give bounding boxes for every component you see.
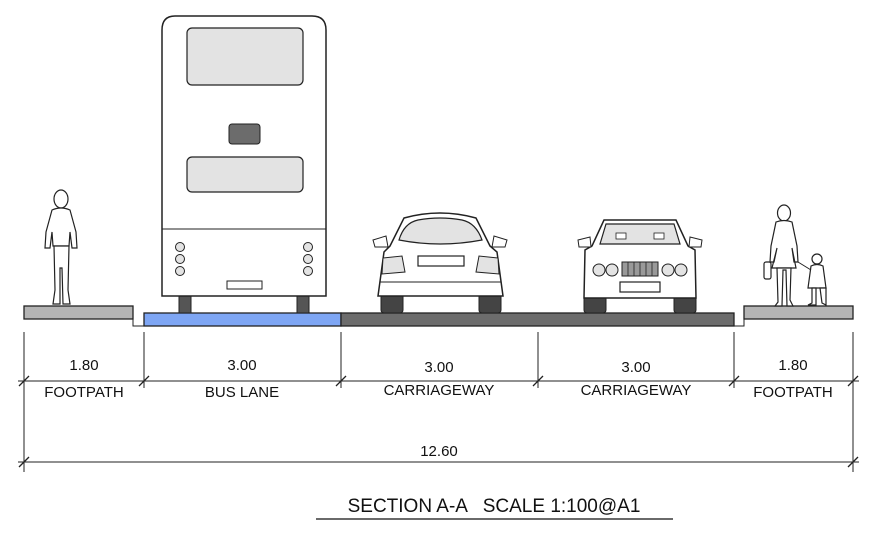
segment-name-labels: FOOTPATH BUS LANE CARRIAGEWAY CARRIAGEWA… bbox=[44, 382, 832, 401]
dimension-extension-lines bbox=[23, 332, 854, 472]
bus-right-lights bbox=[303, 242, 313, 276]
bus-upper-window bbox=[186, 27, 304, 86]
dimension-line-total bbox=[18, 456, 859, 468]
width-carriageway-1: 3.00 bbox=[424, 359, 453, 376]
width-footpath-right: 1.80 bbox=[778, 357, 807, 374]
car-front-icon bbox=[577, 219, 703, 314]
dimension-line-segments bbox=[18, 375, 859, 387]
kerb-right bbox=[734, 306, 745, 327]
double-decker-bus-icon bbox=[161, 15, 327, 314]
segment-width-labels: 1.80 3.00 3.00 3.00 1.80 bbox=[69, 357, 807, 376]
name-footpath-right: FOOTPATH bbox=[753, 384, 832, 401]
footpath-right-surface bbox=[743, 305, 854, 320]
name-bus-lane: BUS LANE bbox=[205, 384, 279, 401]
bus-lane-surface bbox=[143, 312, 342, 327]
kerb-left bbox=[132, 306, 144, 327]
width-footpath-left: 1.80 bbox=[69, 357, 98, 374]
pedestrian-woman-child-icon bbox=[763, 204, 827, 307]
car-front-plate bbox=[619, 281, 661, 293]
carriageway-surface bbox=[340, 312, 735, 327]
road-surfaces bbox=[23, 305, 854, 327]
drawing-title: SECTION A-A SCALE 1:100@A1 bbox=[348, 496, 641, 517]
width-bus-lane: 3.00 bbox=[227, 357, 256, 374]
width-carriageway-2: 3.00 bbox=[621, 359, 650, 376]
name-carriageway-1: CARRIAGEWAY bbox=[384, 382, 495, 399]
car-front-headlights bbox=[592, 263, 688, 277]
bus-left-lights bbox=[175, 242, 185, 276]
bus-number-plate bbox=[226, 280, 263, 290]
footpath-left-surface bbox=[23, 305, 134, 320]
pedestrian-man-icon bbox=[44, 189, 78, 305]
bus-route-display bbox=[228, 123, 261, 145]
name-carriageway-2: CARRIAGEWAY bbox=[581, 382, 692, 399]
total-width-label: 12.60 bbox=[420, 443, 458, 460]
car-rear-icon bbox=[372, 212, 508, 314]
name-footpath-left: FOOTPATH bbox=[44, 384, 123, 401]
bus-lower-window bbox=[186, 156, 304, 193]
car-rear-plate bbox=[417, 255, 465, 267]
